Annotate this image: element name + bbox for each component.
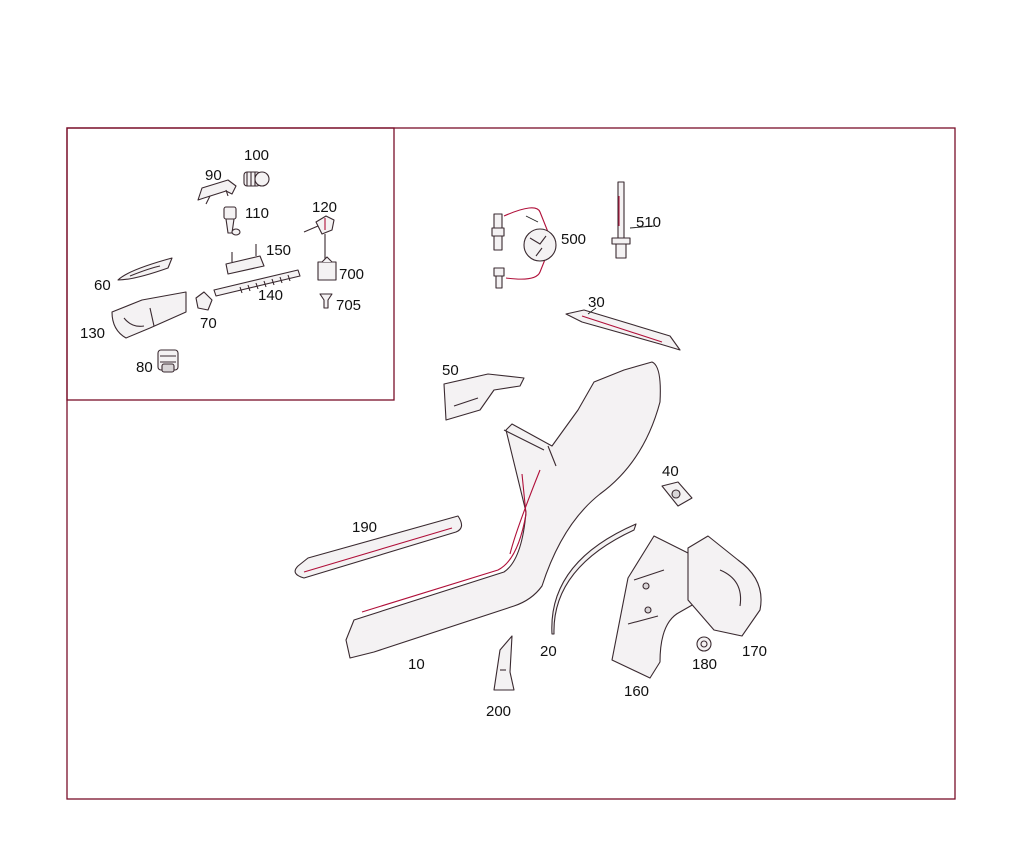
callout-80[interactable]: 80 [136, 359, 153, 376]
part-170-rear-liner[interactable] [687, 535, 762, 637]
part-60-handle[interactable] [117, 257, 173, 281]
part-150-holder[interactable] [225, 244, 265, 275]
part-200-corner[interactable] [493, 635, 515, 691]
callout-10[interactable]: 10 [408, 656, 425, 673]
callout-150[interactable]: 150 [266, 242, 291, 259]
callout-110[interactable]: 110 [245, 205, 269, 222]
part-140-rod[interactable] [213, 269, 301, 297]
callout-500[interactable]: 500 [561, 231, 586, 248]
callout-20[interactable]: 20 [540, 643, 557, 660]
inset-frame [66, 127, 395, 401]
outer-frame [66, 127, 956, 800]
part-80-bumper[interactable] [157, 349, 179, 373]
part-180-nut[interactable] [696, 636, 712, 652]
callout-170[interactable]: 170 [742, 643, 767, 660]
callout-140[interactable]: 140 [258, 287, 283, 304]
callout-70[interactable]: 70 [200, 315, 217, 332]
part-120-clip[interactable] [303, 215, 335, 235]
callout-200[interactable]: 200 [486, 703, 511, 720]
part-500-screw-nut[interactable] [491, 207, 557, 289]
part-70-clip[interactable] [195, 291, 213, 311]
part-30-strip[interactable] [565, 309, 681, 351]
callout-160[interactable]: 160 [624, 683, 649, 700]
callouts: 100 90 110 120 150 700 60 140 705 130 70… [80, 147, 767, 720]
callout-190[interactable]: 190 [352, 519, 377, 536]
callout-90[interactable]: 90 [205, 167, 222, 184]
part-40-cap[interactable] [661, 481, 693, 507]
part-510-rivet[interactable] [611, 181, 631, 259]
callout-120[interactable]: 120 [312, 199, 337, 216]
callout-510[interactable]: 510 [636, 214, 661, 231]
part-160-wheel-liner[interactable] [611, 535, 709, 679]
callout-50[interactable]: 50 [442, 362, 459, 379]
part-130-housing[interactable] [111, 291, 187, 339]
part-110-screw[interactable] [223, 206, 241, 236]
part-10-side-wall[interactable] [345, 361, 661, 659]
callout-100[interactable]: 100 [244, 147, 269, 164]
callout-180[interactable]: 180 [692, 656, 717, 673]
part-705-pin[interactable] [319, 293, 333, 309]
part-20-arch-strip[interactable] [551, 523, 637, 635]
callout-30[interactable]: 30 [588, 294, 605, 311]
callout-130[interactable]: 130 [80, 325, 105, 342]
part-100-bolt[interactable] [243, 171, 270, 187]
part-190-sill-trim[interactable] [294, 515, 463, 579]
callout-705[interactable]: 705 [336, 297, 361, 314]
part-700-plate[interactable] [317, 234, 337, 281]
callout-40[interactable]: 40 [662, 463, 679, 480]
part-50-bracket[interactable] [443, 373, 525, 421]
callout-700[interactable]: 700 [339, 266, 364, 283]
callout-60[interactable]: 60 [94, 277, 111, 294]
part-90-bracket[interactable] [197, 179, 237, 205]
